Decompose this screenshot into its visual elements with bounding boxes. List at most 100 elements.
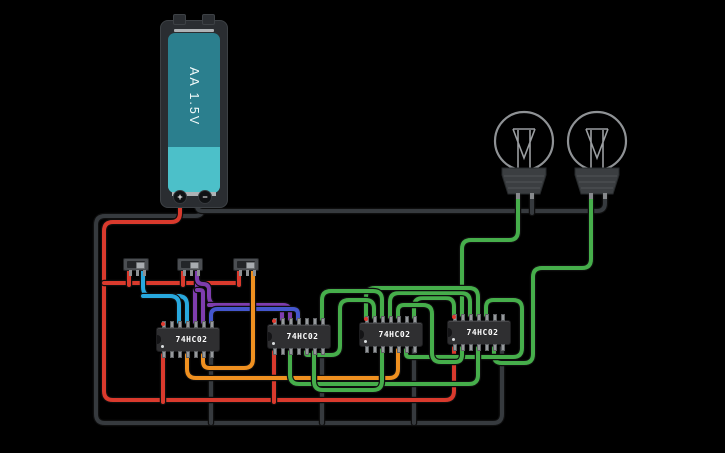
- ic-pin[interactable]: [469, 314, 473, 321]
- ic-pin[interactable]: [493, 314, 497, 321]
- ic-pin[interactable]: [485, 314, 489, 321]
- ic-pin[interactable]: [170, 351, 174, 358]
- light-bulb[interactable]: [557, 108, 637, 200]
- ic-pin[interactable]: [202, 351, 206, 358]
- battery-negative-terminal[interactable]: −: [198, 190, 212, 204]
- switch-pin[interactable]: [142, 270, 146, 276]
- ic-pin[interactable]: [162, 351, 166, 358]
- ic-pin[interactable]: [493, 344, 497, 351]
- switch-pin[interactable]: [128, 270, 132, 276]
- ic-pin[interactable]: [289, 318, 293, 325]
- ic-chip-74hc02[interactable]: 74HC02: [447, 314, 511, 351]
- ic-pin[interactable]: [477, 344, 481, 351]
- ic-pin[interactable]: [194, 321, 198, 328]
- slide-switch[interactable]: [123, 258, 149, 276]
- ic-pin[interactable]: [321, 348, 325, 355]
- wire-switch3-signal[interactable]: [201, 268, 255, 370]
- ic-pin[interactable]: [461, 344, 465, 351]
- wire-ic2-to-ic3-low[interactable]: [312, 348, 384, 392]
- switch-pin[interactable]: [252, 270, 256, 276]
- ic-pin[interactable]: [281, 318, 285, 325]
- ic-label: 74HC02: [466, 328, 499, 337]
- ic-pin[interactable]: [485, 344, 489, 351]
- ic-pin[interactable]: [297, 348, 301, 355]
- ic-pin[interactable]: [389, 316, 393, 323]
- ic-pin[interactable]: [281, 348, 285, 355]
- switch-pin[interactable]: [245, 270, 249, 276]
- ic-chip-74hc02[interactable]: 74HC02: [156, 321, 220, 358]
- ic-pin[interactable]: [289, 348, 293, 355]
- plus-icon: +: [177, 191, 183, 202]
- ic-pin[interactable]: [365, 346, 369, 353]
- ic-pin[interactable]: [313, 318, 317, 325]
- ic-pin[interactable]: [170, 321, 174, 328]
- ic-pin1-dot: [364, 340, 367, 343]
- ic-pin[interactable]: [477, 314, 481, 321]
- wire-ic4-to-ic3-d[interactable]: [404, 298, 524, 359]
- ic-pin[interactable]: [405, 346, 409, 353]
- ic-chip-74hc02[interactable]: 74HC02: [359, 316, 423, 353]
- ic-pin[interactable]: [373, 316, 377, 323]
- switch-pin[interactable]: [135, 270, 139, 276]
- ic-pin[interactable]: [397, 346, 401, 353]
- wire-switch1-signal-b[interactable]: [141, 294, 181, 324]
- ic-pin[interactable]: [178, 321, 182, 328]
- ic-pin[interactable]: [321, 318, 325, 325]
- ic-pin[interactable]: [194, 351, 198, 358]
- ic-pin[interactable]: [381, 316, 385, 323]
- ic-pin[interactable]: [501, 344, 505, 351]
- ic-pin[interactable]: [305, 348, 309, 355]
- battery-aa[interactable]: AA 1.5V + −: [160, 14, 228, 208]
- ic-pin1-dot: [452, 338, 455, 341]
- switch-pin[interactable]: [182, 270, 186, 276]
- ic-pin[interactable]: [405, 316, 409, 323]
- ic-pin[interactable]: [305, 318, 309, 325]
- ic-pin[interactable]: [273, 348, 277, 355]
- bulb-pin: [603, 193, 607, 199]
- ic-pin[interactable]: [397, 316, 401, 323]
- switch-pin[interactable]: [189, 270, 193, 276]
- ic-pin[interactable]: [313, 348, 317, 355]
- ic-pin[interactable]: [501, 314, 505, 321]
- ic-pin[interactable]: [413, 316, 417, 323]
- switch-pin[interactable]: [238, 270, 242, 276]
- ic-pin[interactable]: [381, 346, 385, 353]
- switch-knob[interactable]: [136, 261, 145, 269]
- ic-pin[interactable]: [210, 321, 214, 328]
- ic-pin[interactable]: [413, 346, 417, 353]
- ic-pin1-dot: [161, 345, 164, 348]
- ic-label: 74HC02: [378, 330, 411, 339]
- ic-pin[interactable]: [178, 351, 182, 358]
- slide-switch[interactable]: [177, 258, 203, 276]
- bulb-glass: [493, 110, 555, 172]
- ic-chip-74hc02[interactable]: 74HC02: [267, 318, 331, 355]
- switch-knob[interactable]: [190, 261, 199, 269]
- wire-battery-positive[interactable]: [102, 198, 456, 402]
- ic-pin[interactable]: [461, 314, 465, 321]
- wire-ic3-to-ic4-e[interactable]: [396, 303, 464, 364]
- battery-cell: AA 1.5V: [168, 33, 220, 193]
- ic-pin[interactable]: [469, 344, 473, 351]
- switch-knob[interactable]: [246, 261, 255, 269]
- ic-pin[interactable]: [453, 344, 457, 351]
- wire-bulb2-to-ic4[interactable]: [492, 193, 593, 365]
- wire-bulb1-to-ic4[interactable]: [460, 193, 520, 317]
- slide-switch[interactable]: [233, 258, 259, 276]
- wire-ic4-to-ic3-b[interactable]: [388, 291, 472, 319]
- ic-notch: [268, 332, 272, 341]
- ic-pin[interactable]: [210, 351, 214, 358]
- ic-pin[interactable]: [186, 321, 190, 328]
- ic-pin[interactable]: [186, 351, 190, 358]
- wire-battery-negative-left[interactable]: [94, 198, 504, 425]
- light-bulb[interactable]: [484, 108, 564, 200]
- wire-ic3-to-ic2-b[interactable]: [320, 289, 384, 321]
- battery-positive-terminal[interactable]: +: [173, 190, 187, 204]
- bulb-pin: [530, 193, 534, 199]
- ic-pin[interactable]: [373, 346, 377, 353]
- bulb-base-ridges: [504, 175, 544, 189]
- ic-pin[interactable]: [389, 346, 393, 353]
- ic-pin[interactable]: [297, 318, 301, 325]
- ic-pin[interactable]: [202, 321, 206, 328]
- wire-ic1-input-purple[interactable]: [195, 288, 205, 324]
- switch-pin[interactable]: [196, 270, 200, 276]
